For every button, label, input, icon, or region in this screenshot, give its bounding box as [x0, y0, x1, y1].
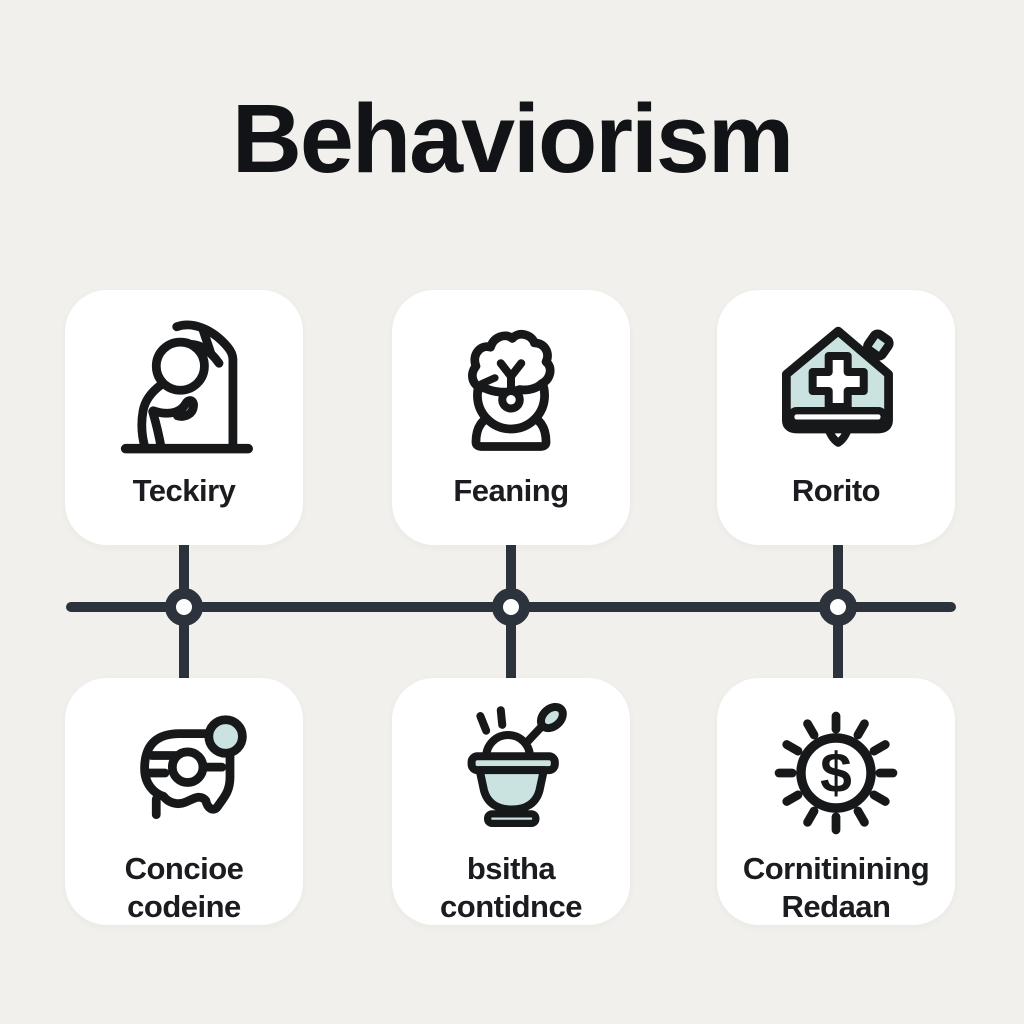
card-label: Feaning — [453, 473, 569, 508]
card-rorito: Rorito — [717, 290, 955, 545]
bowl-spoon-icon — [467, 702, 567, 828]
card-concioe-codeine: Concioe codeine — [65, 678, 303, 925]
card-label: Cornitinining Redaan — [742, 851, 930, 924]
brain-head-icon — [468, 329, 555, 451]
card-label: Rorito — [791, 473, 881, 508]
card-feaning: Feaning — [392, 290, 630, 545]
card-label: Teckiry — [132, 473, 236, 508]
timeline-node — [819, 588, 857, 626]
machine-blob-icon — [140, 715, 247, 819]
svg-text:$: $ — [820, 742, 852, 806]
card-cornitinining-redaan: $ Cornitinining Redaa — [717, 678, 955, 925]
page-title: Behaviorism — [231, 84, 794, 193]
timeline-node — [165, 588, 203, 626]
medical-house-icon — [781, 326, 894, 447]
timeline-node — [492, 588, 530, 626]
card-label: bsitha contidnce — [440, 851, 582, 924]
card-label: Concioe codeine — [124, 851, 244, 924]
card-teckiry: Teckiry — [65, 290, 303, 545]
person-climbing-icon — [120, 320, 253, 454]
card-bsitha-contidnce: bsitha contidnce — [392, 678, 630, 925]
dollar-sun-icon: $ — [774, 711, 898, 835]
